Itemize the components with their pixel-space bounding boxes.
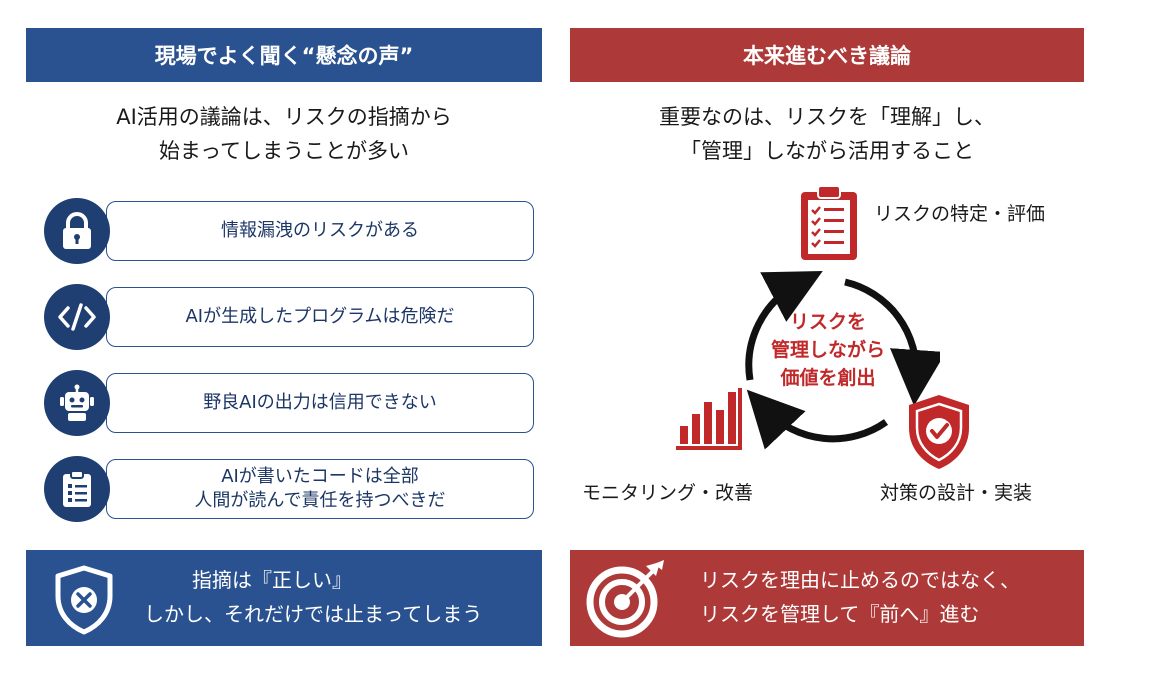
- concern-text: AIが生成したプログラムは危険だ: [185, 306, 455, 327]
- concern-item: AIが生成したプログラムは危険だ: [44, 284, 536, 350]
- left-header: 現場でよく聞く“懸念の声”: [26, 28, 542, 82]
- concern-text-box: AIが生成したプログラムは危険だ: [106, 287, 534, 347]
- robot-icon: [44, 370, 110, 436]
- left-footer: 指摘は『正しい』 しかし、それだけでは止まってしまう: [26, 550, 542, 646]
- cycle-center-text: リスクを 管理しながら 価値を創出: [742, 308, 914, 392]
- concern-item: 野良AIの出力は信用できない: [44, 370, 536, 436]
- left-footer-line: 指摘は『正しい』: [192, 568, 352, 592]
- left-intro-line: AI活用の議論は、リスクの指摘から: [116, 105, 452, 129]
- cycle-center-line: 価値を創出: [780, 367, 876, 389]
- step-label-identify: リスクの特定・評価: [874, 203, 1046, 225]
- concern-text: 人間が読んで責任を持つべきだ: [194, 490, 446, 511]
- concern-text-box: 野良AIの出力は信用できない: [106, 373, 534, 433]
- left-intro: AI活用の議論は、リスクの指摘から 始まってしまうことが多い: [26, 100, 542, 168]
- cycle-center-line: リスクを: [789, 311, 866, 333]
- target-icon: [584, 560, 666, 642]
- checklist-icon: [44, 456, 110, 522]
- concern-text-box: AIが書いたコードは全部 人間が読んで責任を持つべきだ: [106, 459, 534, 519]
- concern-text: AIが書いたコードは全部: [221, 466, 419, 487]
- concern-text: 野良AIの出力は信用できない: [203, 392, 437, 413]
- right-intro-line: 「管理」しながら活用すること: [680, 139, 974, 163]
- lock-icon: [44, 198, 110, 264]
- left-footer-line: しかし、それだけでは止まってしまう: [144, 602, 483, 626]
- right-footer-line: リスクを理由に止めるのではなく、: [700, 568, 1020, 592]
- shield-check-icon: [904, 392, 974, 476]
- bar-chart-icon: [674, 386, 746, 458]
- concern-text-box: 情報漏洩のリスクがある: [106, 201, 534, 261]
- step-label-monitor: モニタリング・改善: [582, 482, 754, 504]
- shield-x-icon: [50, 564, 118, 640]
- cycle-arrows: [745, 270, 940, 450]
- concern-item: AIが書いたコードは全部 人間が読んで責任を持つべきだ: [44, 456, 536, 522]
- clipboard-icon: [798, 184, 860, 266]
- step-label-design: 対策の設計・実装: [880, 482, 1033, 504]
- right-footer-line: リスクを管理して『前へ』進む: [700, 602, 980, 626]
- code-icon: [44, 284, 110, 350]
- left-intro-line: 始まってしまうことが多い: [158, 139, 410, 163]
- right-header: 本来進むべき議論: [570, 28, 1084, 82]
- concern-item: 情報漏洩のリスクがある: [44, 198, 536, 264]
- right-intro: 重要なのは、リスクを「理解」し、 「管理」しながら活用すること: [570, 100, 1084, 168]
- right-footer: リスクを理由に止めるのではなく、 リスクを管理して『前へ』進む: [570, 550, 1084, 646]
- concern-text: 情報漏洩のリスクがある: [221, 220, 419, 241]
- cycle-center-line: 管理しながら: [770, 339, 885, 361]
- right-intro-line: 重要なのは、リスクを「理解」し、: [659, 105, 995, 129]
